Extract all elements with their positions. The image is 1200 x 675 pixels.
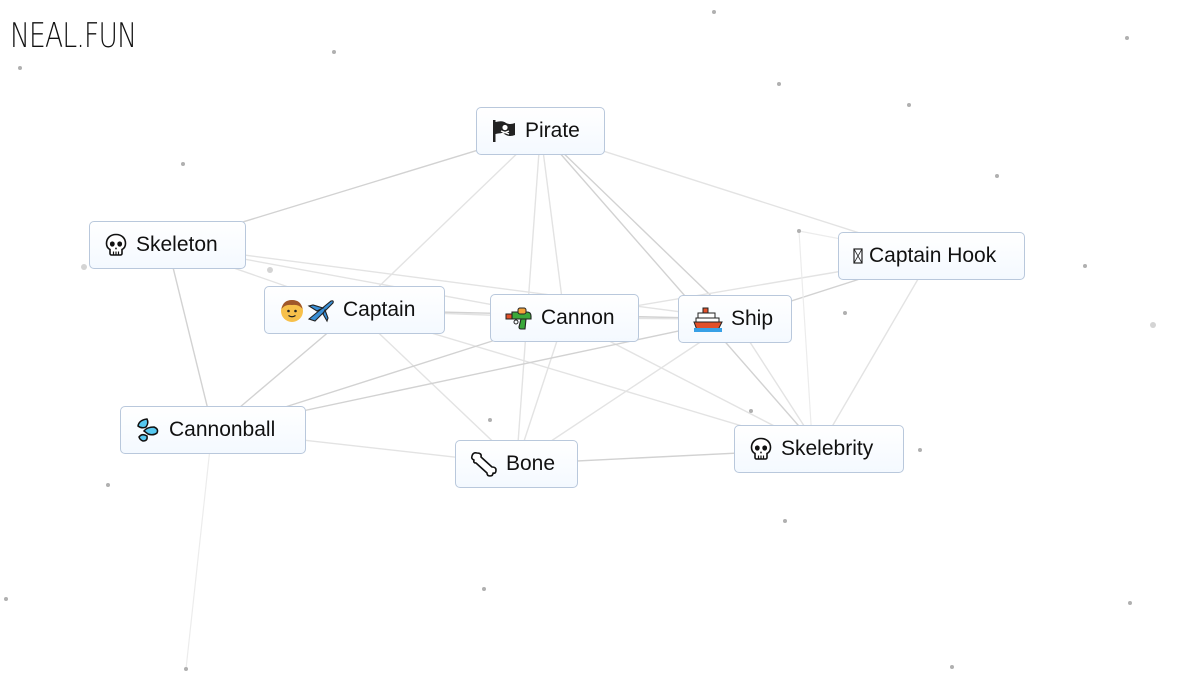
connection-line-cannon-bone (515, 317, 566, 465)
connection-line-pirate-ship (540, 130, 736, 320)
element-cannon[interactable]: Cannon (490, 294, 639, 342)
element-captain[interactable]: Captain (264, 286, 445, 334)
element-bone[interactable]: Bone (455, 440, 578, 488)
element-captain-hook[interactable]: Captain Hook (838, 232, 1025, 280)
boy-airplane-icon (279, 297, 335, 323)
bone-icon (470, 451, 498, 477)
element-skeleton[interactable]: Skeleton (89, 221, 246, 269)
element-cannonball[interactable]: Cannonball (120, 406, 306, 454)
water-pistol-icon (505, 306, 533, 330)
particle (918, 448, 922, 452)
missing-glyph-icon (853, 247, 863, 265)
element-label: Cannonball (169, 418, 276, 441)
particle (81, 264, 87, 270)
particle (907, 103, 911, 107)
connection-line-pirate-cannon (539, 130, 566, 319)
particle (488, 418, 492, 422)
element-label: Captain Hook (869, 244, 997, 267)
element-label: Ship (731, 307, 774, 330)
connection-line-pirate-skelebrity (539, 130, 820, 450)
particle (18, 66, 22, 70)
ship-icon (693, 306, 723, 332)
particle-trail-line (798, 230, 813, 441)
skull-icon (104, 233, 128, 257)
element-label: Skelebrity (781, 437, 874, 460)
particle (843, 311, 847, 315)
particle (184, 667, 188, 671)
element-label: Captain (343, 298, 416, 321)
element-label: Pirate (525, 119, 580, 142)
neal-fun-logo[interactable]: NEAL.FUN (10, 16, 137, 56)
pirate-flag-icon (491, 119, 517, 143)
particle (950, 665, 954, 669)
connection-line-captain-bone (354, 309, 517, 465)
element-pirate[interactable]: Pirate (476, 107, 605, 155)
skull-icon (749, 437, 773, 461)
particle (749, 409, 753, 413)
particle (267, 267, 273, 273)
element-label: Skeleton (136, 233, 218, 256)
particle (783, 519, 787, 523)
connection-line-pirate-captain (354, 130, 541, 311)
particle (712, 10, 716, 14)
particle (181, 162, 185, 166)
particle (332, 50, 336, 54)
particle (1128, 601, 1132, 605)
particle (1150, 322, 1156, 328)
element-label: Bone (506, 452, 556, 475)
element-ship[interactable]: Ship (678, 295, 792, 343)
particle (1125, 36, 1129, 40)
connection-line-ship-bone (516, 318, 736, 465)
connection-line-skeleton-ship (167, 244, 736, 320)
particle (1083, 264, 1087, 268)
particle (995, 174, 999, 178)
element-skelebrity[interactable]: Skelebrity (734, 425, 904, 473)
particle (4, 597, 8, 601)
particle (797, 229, 801, 233)
particle (482, 587, 486, 591)
particle (106, 483, 110, 487)
connection-line-captain-hook-skelebrity (818, 255, 933, 450)
element-label: Cannon (541, 306, 615, 329)
particle-trail-line (185, 429, 213, 670)
connection-line-skeleton-cannonball (166, 244, 214, 431)
droplets-icon (135, 417, 161, 443)
particle (777, 82, 781, 86)
